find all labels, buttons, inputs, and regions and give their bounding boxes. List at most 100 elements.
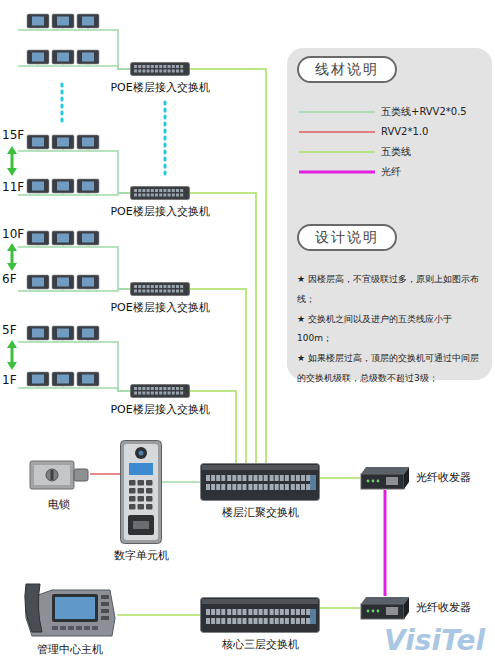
floor-label: 1F [2, 373, 17, 387]
legend-entry: 五类线 [299, 146, 411, 158]
device-label: POE楼层接入交换机 [110, 403, 209, 416]
design-note: ★ 如果楼层过高，顶层的交换机可通过中间层的交换机级联，总级数不超过3级； [297, 349, 485, 389]
switch-icon [200, 597, 320, 633]
indoor-monitor [52, 179, 74, 195]
device-label: POE楼层接入交换机 [110, 81, 209, 94]
fiber-transceiver-icon [360, 596, 410, 620]
cable [117, 614, 200, 616]
legend-line-sample [299, 107, 375, 117]
device-label: 光纤收发器 [416, 471, 471, 484]
electric-lock-icon [28, 455, 90, 493]
monitor-wire [18, 247, 130, 289]
floor-label: 6F [2, 272, 17, 286]
continuation-dots [62, 84, 165, 178]
access-switch-shape [130, 384, 190, 398]
dotted-line [164, 102, 167, 178]
access-switch: POE楼层接入交换机 [110, 186, 209, 218]
cable [190, 289, 246, 463]
access-switch-shape [130, 282, 190, 296]
indoor-monitor [52, 231, 74, 247]
device-label: 光纤收发器 [416, 601, 471, 614]
switch-shape [200, 597, 320, 633]
legend-line-sample [299, 147, 375, 157]
access-switch-icon [130, 62, 190, 76]
door-station: 数字单元机 [114, 440, 169, 562]
legend-entry: 五类线+RVV2*0.5 [299, 106, 467, 118]
electric-lock: 电锁 [28, 455, 90, 511]
electric-lock-shape [28, 455, 90, 493]
monitor-wire [18, 30, 130, 69]
indoor-monitor [27, 372, 49, 388]
device-label: POE楼层接入交换机 [110, 205, 209, 218]
indoor-monitor [77, 135, 99, 151]
indoor-monitor [77, 179, 99, 195]
cable [162, 481, 200, 483]
fiber-transceiver: 光纤收发器 [360, 596, 471, 620]
management-host: 管理中心主机 [22, 578, 117, 656]
monitor-wire [18, 151, 130, 193]
cable [320, 477, 360, 479]
fiber-transceiver-shape [360, 596, 410, 620]
design-note: ★ 因楼层高，不宜级联过多，原则上如图示布线； [297, 270, 485, 310]
indoor-monitor [27, 275, 49, 291]
indoor-monitor [52, 326, 74, 342]
indoor-monitor [27, 326, 49, 342]
fiber-transceiver-shape [360, 466, 410, 490]
design-note: ★ 交换机之间以及进户的五类线应小于100m； [297, 310, 485, 350]
device-label: 楼层汇聚交换机 [222, 506, 299, 519]
legend-line-sample [299, 167, 375, 177]
access-switch-icon [130, 282, 190, 296]
monitor-wire [18, 342, 130, 391]
device-label: 数字单元机 [114, 549, 169, 562]
watermark: VisiTel [384, 624, 485, 657]
fiber-transceiver: 光纤收发器 [360, 466, 471, 490]
notes-panel: ★ 因楼层高，不宜级联过多，原则上如图示布线；★ 交换机之间以及进户的五类线应小… [287, 48, 492, 380]
access-switch-shape [130, 186, 190, 200]
cable [190, 391, 236, 463]
switch: 楼层汇聚交换机 [200, 463, 320, 519]
section-heading: 设计说明 [297, 224, 397, 251]
indoor-monitor [52, 50, 74, 66]
switch-shape [200, 463, 320, 501]
indoor-monitor [27, 50, 49, 66]
dotted-line [61, 84, 64, 126]
section-title: 线材说明 [315, 61, 379, 78]
legend-text: 光纤 [381, 166, 401, 178]
indoor-monitor [27, 14, 49, 30]
cable [320, 607, 360, 609]
access-switch: POE楼层接入交换机 [110, 282, 209, 314]
floor-label: 10F [2, 227, 24, 241]
indoor-monitor [52, 275, 74, 291]
device-label: 电锁 [48, 498, 70, 511]
access-switch-icon [130, 186, 190, 200]
indoor-monitor [77, 275, 99, 291]
device-label: 核心三层交换机 [222, 638, 299, 651]
door-station-icon [120, 440, 162, 544]
access-switch: POE楼层接入交换机 [110, 62, 209, 94]
indoor-monitor [27, 135, 49, 151]
legend-text: 五类线+RVV2*0.5 [381, 106, 467, 118]
legend-entry: 光纤 [299, 166, 401, 178]
access-switch-shape [130, 62, 190, 76]
legend-text: 五类线 [381, 146, 411, 158]
double-arrow [7, 340, 17, 370]
section-heading: 线材说明 [297, 56, 397, 83]
indoor-monitor [52, 14, 74, 30]
design-notes: ★ 因楼层高，不宜级联过多，原则上如图示布线；★ 交换机之间以及进户的五类线应小… [297, 270, 485, 389]
floor-label: 11F [2, 180, 24, 194]
indoor-monitor [77, 372, 99, 388]
access-switch: POE楼层接入交换机 [110, 384, 209, 416]
access-switch-icon [130, 384, 190, 398]
legend-line-sample [299, 127, 375, 137]
cable [90, 473, 120, 475]
double-arrow [7, 243, 17, 271]
section-title: 设计说明 [315, 229, 379, 246]
indoor-monitor [77, 50, 99, 66]
cable [384, 490, 387, 596]
switch: 核心三层交换机 [200, 597, 320, 651]
device-label: 管理中心主机 [37, 643, 103, 656]
fiber-transceiver-icon [360, 466, 410, 490]
switch-icon [200, 463, 320, 501]
double-arrow [7, 146, 17, 176]
